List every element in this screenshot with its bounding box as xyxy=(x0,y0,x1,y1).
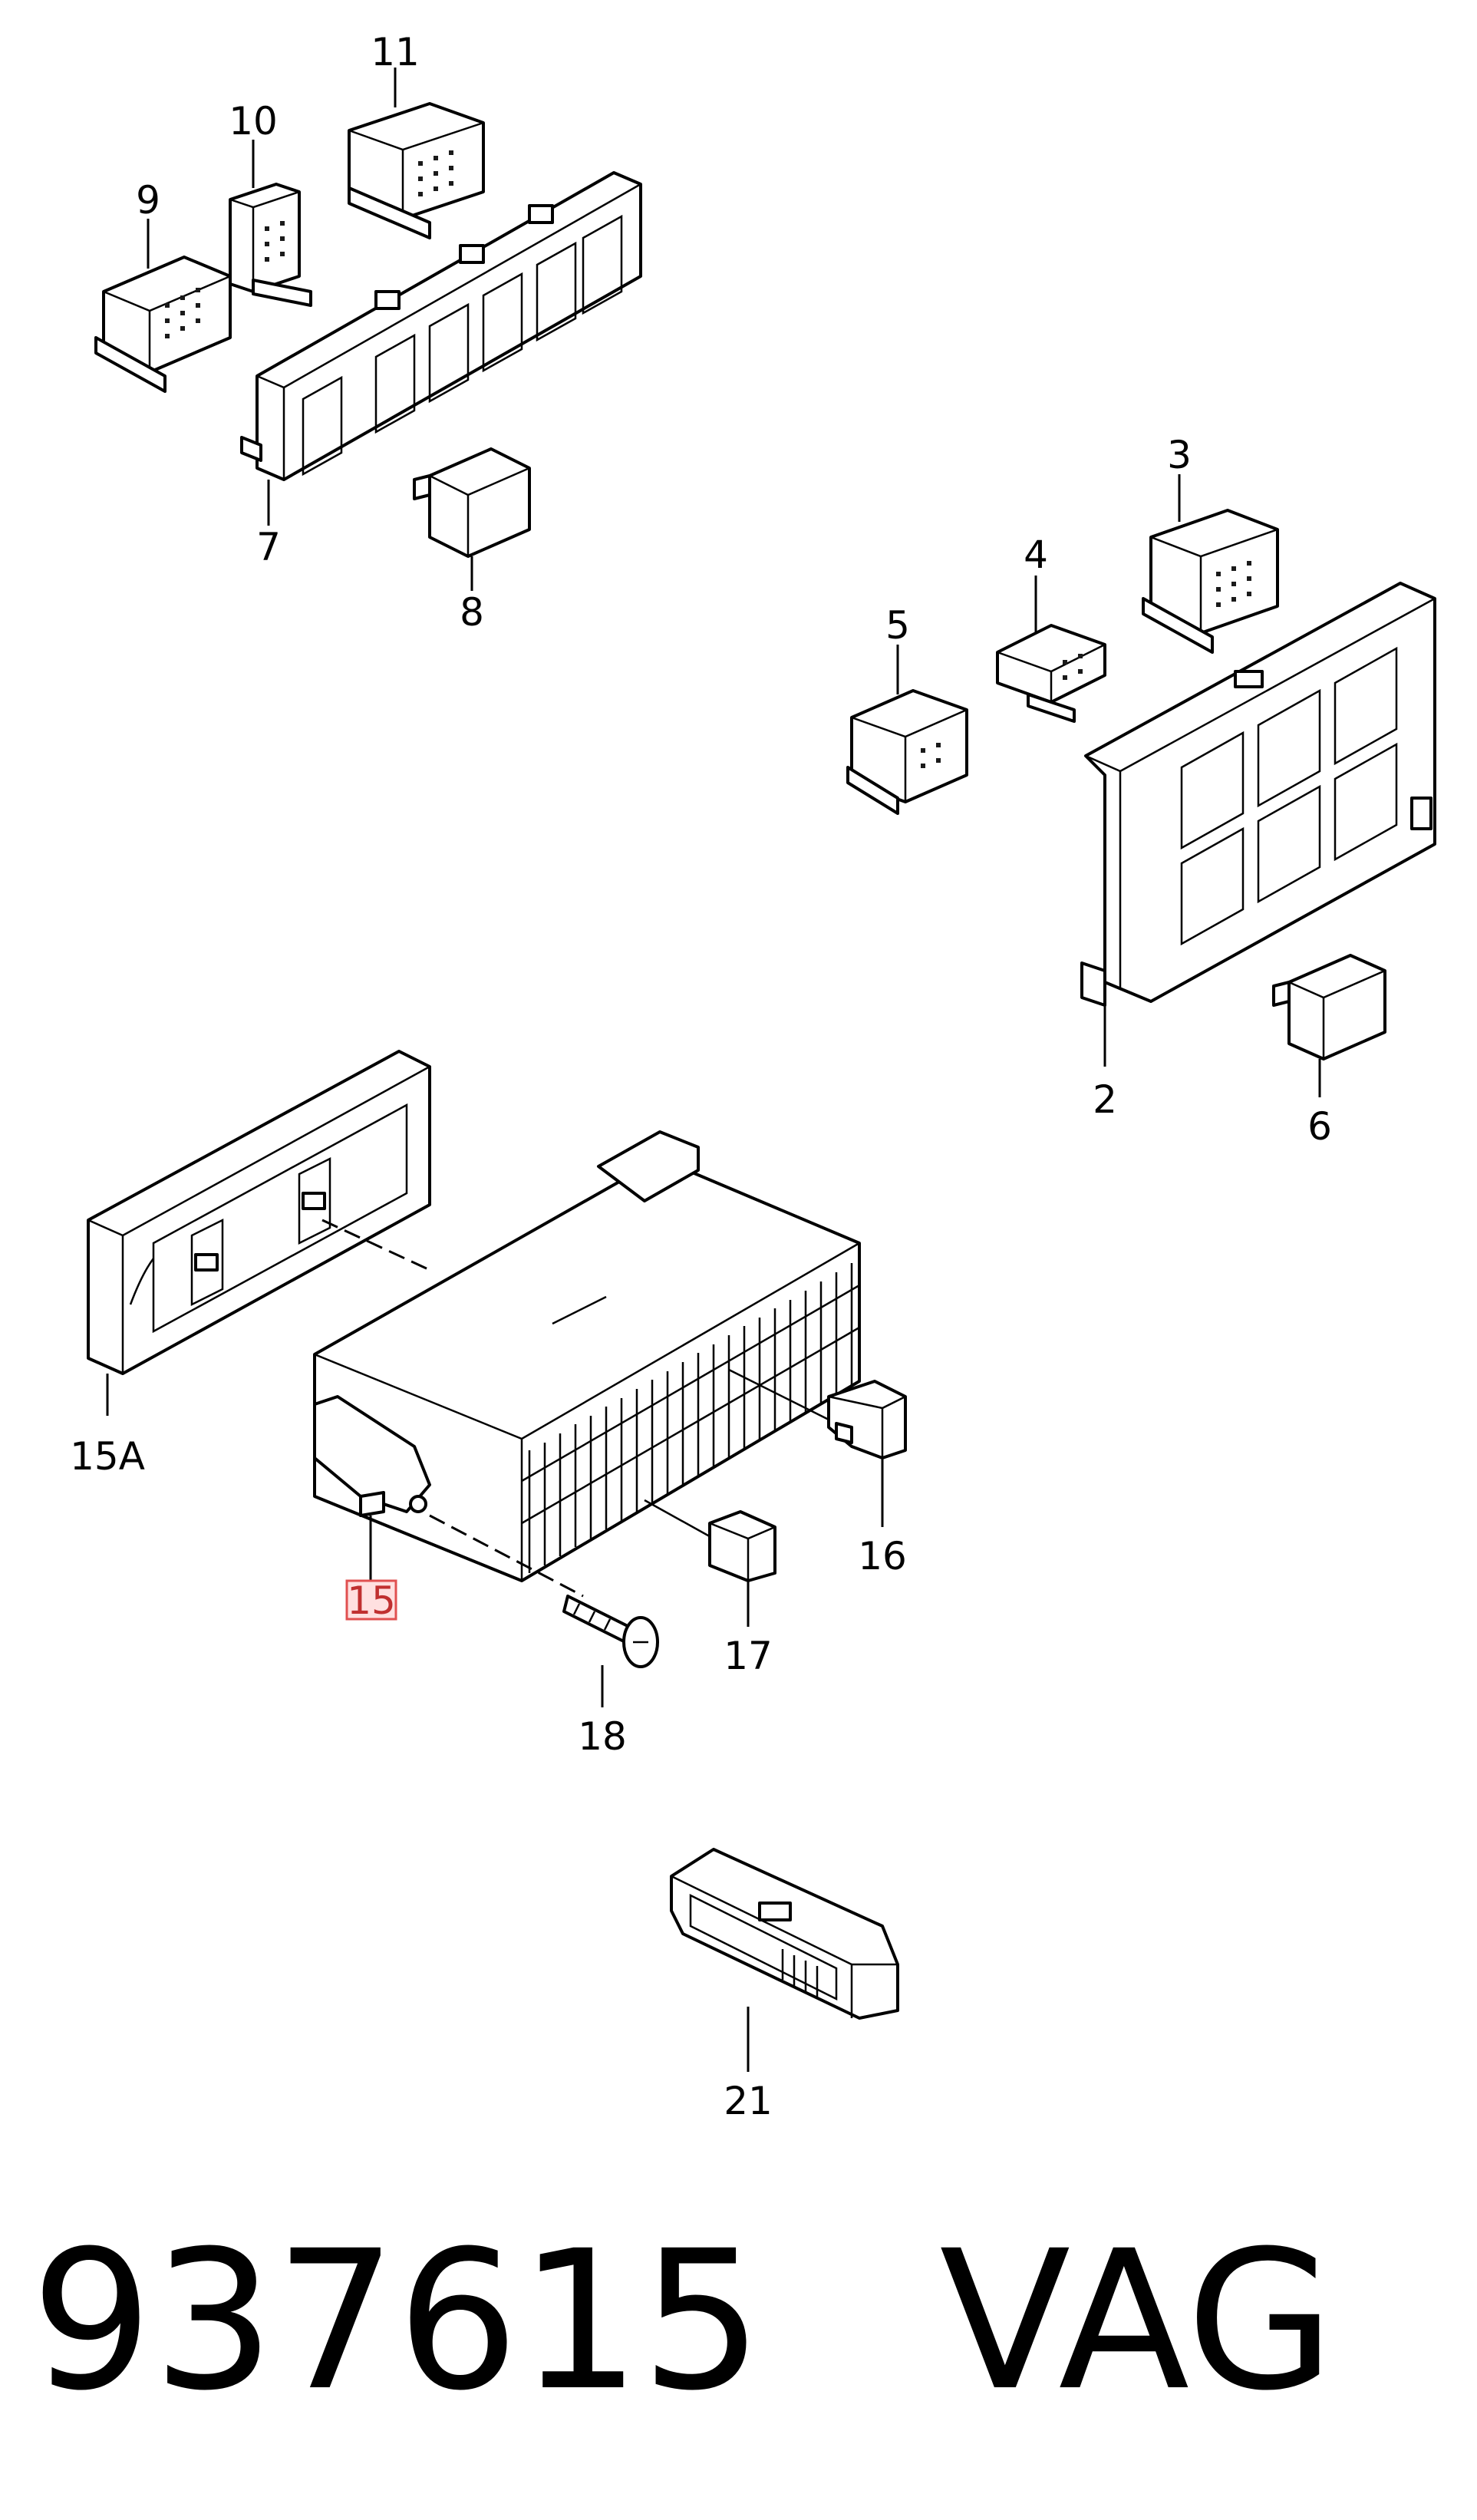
fuse-17 xyxy=(708,1510,776,1582)
label-part-15a[interactable]: 15A xyxy=(70,1434,145,1479)
label-part-6[interactable]: 6 xyxy=(1307,1104,1332,1149)
footer-part-number: 937615 xyxy=(31,2209,763,2433)
connector-10 xyxy=(229,183,312,307)
footer-brand: VAG xyxy=(939,2209,1335,2433)
relay-8 xyxy=(413,447,531,558)
connector-9 xyxy=(94,256,232,393)
label-part-10[interactable]: 10 xyxy=(229,99,278,143)
connector-3 xyxy=(1142,509,1279,654)
label-part-15[interactable]: 15 xyxy=(347,1578,396,1623)
label-part-2[interactable]: 2 xyxy=(1093,1077,1117,1122)
label-part-21[interactable]: 21 xyxy=(724,2079,773,2123)
screw-18 xyxy=(562,1595,659,1668)
label-part-9[interactable]: 9 xyxy=(136,178,160,223)
label-part-18[interactable]: 18 xyxy=(578,1714,627,1759)
connector-4 xyxy=(996,624,1106,723)
label-part-8[interactable]: 8 xyxy=(460,590,484,635)
label-part-16[interactable]: 16 xyxy=(858,1534,907,1578)
relay-carrier-2 xyxy=(1080,582,1436,1007)
cover-15a xyxy=(87,1050,431,1375)
footer-caption: 937615 VAG xyxy=(31,2195,1335,2448)
highlight-box-15 xyxy=(345,1579,397,1621)
label-part-7[interactable]: 7 xyxy=(256,525,281,569)
relay-carrier-7 xyxy=(240,171,642,481)
label-part-17[interactable]: 17 xyxy=(724,1634,773,1678)
label-part-4[interactable]: 4 xyxy=(1024,533,1048,577)
connector-5 xyxy=(846,689,968,815)
leader-lines xyxy=(106,68,1321,2072)
label-part-5[interactable]: 5 xyxy=(885,603,910,648)
fuse-box-15 xyxy=(313,1130,861,1582)
fuse-16 xyxy=(827,1380,907,1460)
connector-11 xyxy=(348,102,485,239)
label-part-3[interactable]: 3 xyxy=(1167,433,1192,477)
relay-6 xyxy=(1272,954,1386,1060)
clip-21 xyxy=(670,1848,899,2020)
label-part-11[interactable]: 11 xyxy=(371,30,420,74)
